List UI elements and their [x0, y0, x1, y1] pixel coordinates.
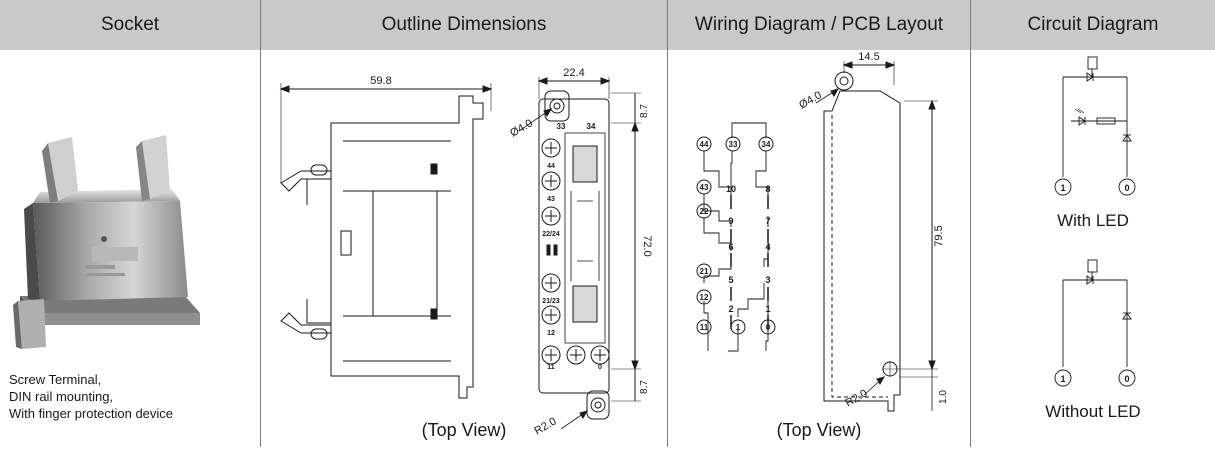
header-outline: Outline Dimensions: [261, 0, 667, 50]
circle-terminals: [696, 136, 776, 335]
socket-cell: Screw Terminal, DIN rail mounting, With …: [0, 51, 260, 447]
terminal-label: 0: [598, 364, 602, 371]
header-circuit: Circuit Diagram: [971, 0, 1215, 50]
pcb-offset-label: 1.0: [938, 390, 949, 404]
wiring-traces: [703, 122, 769, 352]
outline-cell: 59.8 22.4: [261, 51, 667, 447]
circuit-terminal-label: 1: [1060, 374, 1065, 384]
circuit-without-led: 1 0: [1054, 259, 1136, 387]
pin-number: 9: [728, 216, 733, 226]
pin-number: 4: [765, 242, 770, 252]
circuit-terminal-label: 0: [1124, 374, 1129, 384]
outline-top-width-label: 22.4: [563, 67, 584, 79]
terminal-label: 34: [587, 122, 596, 131]
terminal-label: 34: [762, 140, 771, 149]
circuit-terminal-label: 0: [1124, 183, 1129, 193]
pin-number: 10: [726, 184, 736, 194]
wiring-cell: 44 33 34 43 22 21 12 11 1 0 10 8 9 7 6 4…: [668, 51, 970, 447]
terminal-label: 33: [557, 122, 566, 131]
pin-number: 7: [765, 216, 770, 226]
wiring-drawing: 44 33 34 43 22 21 12 11 1 0 10 8 9 7 6 4…: [696, 51, 949, 412]
terminal-label: 1: [736, 323, 741, 332]
terminal-label: 11: [700, 323, 709, 332]
socket-desc-line: Screw Terminal,: [9, 372, 102, 387]
pin-number: 3: [765, 275, 770, 285]
outline-edge-top-label: 8.7: [639, 104, 650, 118]
circuit-terminal-label: 1: [1060, 183, 1065, 193]
top-view-outline: [538, 98, 610, 394]
terminal-label: 33: [729, 140, 738, 149]
pin-number: 6: [728, 242, 733, 252]
pcb-width-label: 14.5: [858, 51, 879, 63]
pcb-radius-label: R2.0: [843, 387, 869, 409]
terminal-label: 12: [700, 293, 709, 302]
wiring-caption: (Top View): [776, 420, 862, 440]
header-wiring: Wiring Diagram / PCB Layout: [668, 0, 970, 50]
outline-edge-bottom-label: 8.7: [639, 380, 650, 394]
outline-caption: (Top View): [421, 420, 507, 440]
terminal-label: 21: [700, 267, 709, 276]
socket-description: Screw Terminal, DIN rail mounting, With …: [9, 371, 173, 422]
side-view-outline: [330, 95, 484, 399]
terminal-label: 11: [547, 364, 555, 371]
circuit-with-led-caption: With LED: [1057, 211, 1129, 230]
socket-desc-line: DIN rail mounting,: [9, 389, 114, 404]
terminal-label: 44: [700, 140, 709, 149]
terminal-label: 21/23: [542, 298, 560, 305]
pin-number: 5: [728, 275, 733, 285]
circuit-without-led-caption: Without LED: [1045, 402, 1141, 421]
circuit-with-led: 1 0: [1054, 56, 1136, 196]
pin-number: 8: [765, 184, 770, 194]
column-divider: [260, 0, 261, 447]
terminal-label: 12: [547, 330, 555, 337]
header-socket: Socket: [0, 0, 260, 50]
terminal-screws: [541, 138, 610, 365]
socket-photo: [13, 135, 200, 349]
circuit-drawings: 1 0 1 0: [1054, 56, 1136, 387]
outline-drawing: 59.8 22.4: [279, 67, 653, 437]
pcb-outline: [823, 90, 901, 412]
terminal-label: 22/24: [542, 231, 560, 238]
outline-width-label: 59.8: [370, 75, 391, 87]
terminal-label: 0: [766, 323, 771, 332]
terminal-label: 44: [547, 163, 555, 170]
terminal-label: 43: [700, 183, 709, 192]
terminal-label: 22: [700, 207, 709, 216]
pin-number: 1: [765, 304, 770, 314]
pcb-hole-label: Ø4.0: [797, 89, 824, 111]
pin-number: 2: [728, 304, 733, 314]
socket-desc-line: With finger protection device: [9, 406, 174, 421]
circuit-cell: 1 0 1 0 With LED Without LED: [971, 51, 1215, 447]
outline-height-label: 72.0: [641, 235, 653, 256]
pcb-height-label: 79.5: [933, 225, 945, 246]
column-divider: [667, 0, 668, 447]
terminal-label: 43: [547, 196, 555, 203]
column-divider: [970, 0, 971, 447]
outline-hole-label: Ø4.0: [508, 117, 535, 139]
